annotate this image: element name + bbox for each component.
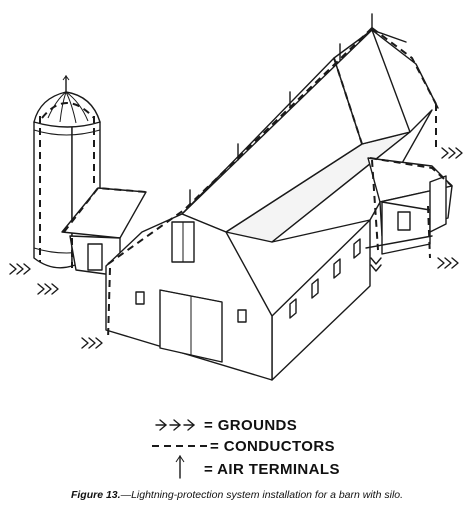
legend-grounds-symbol <box>155 419 195 431</box>
ground-symbol-barn-front <box>81 337 103 349</box>
side-addition <box>365 157 453 259</box>
ground-symbol-addition <box>437 257 459 269</box>
legend-air-terminal-symbol <box>175 455 185 479</box>
ground-symbol-barn-rear <box>441 147 463 159</box>
ground-symbols <box>9 147 463 349</box>
ground-symbol-silo <box>9 263 31 275</box>
ground-symbol-shed <box>37 283 59 295</box>
figure-number: Figure 13. <box>70 489 121 501</box>
legend: = GROUNDS = CONDUCTORS = AIR TERMINALS <box>152 417 340 479</box>
caption-text: —Lightning-protection system installatio… <box>120 489 404 501</box>
legend-air-terminals-label: = AIR TERMINALS <box>204 461 340 478</box>
legend-conductors-label: = CONDUCTORS <box>210 438 335 455</box>
ground-symbol-addition-front <box>370 257 382 272</box>
main-barn <box>105 13 439 381</box>
figure-caption: Figure 13.—Lightning-protection system i… <box>0 489 474 501</box>
legend-grounds-label: = GROUNDS <box>204 417 297 434</box>
